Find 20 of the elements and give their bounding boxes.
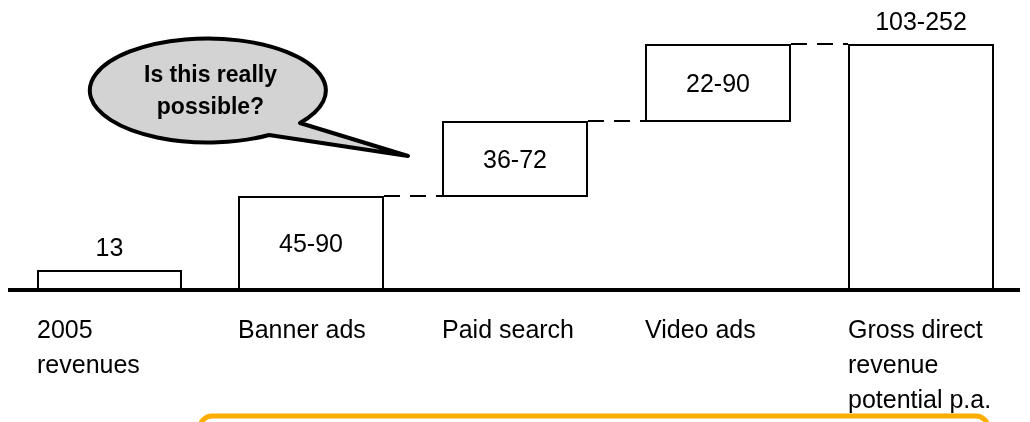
connector-line: [790, 43, 849, 45]
value-label: 103-252: [874, 6, 968, 37]
connector-line: [383, 195, 443, 197]
waterfall-bar: [37, 270, 182, 290]
value-label: 22-90: [686, 68, 750, 98]
category-label: Paid search: [442, 314, 576, 345]
bubble-text: Is this really possible?: [143, 60, 278, 121]
value-label: 45-90: [279, 228, 343, 258]
category-label: Banner ads: [238, 314, 367, 345]
value-label: 36-72: [483, 144, 547, 174]
waterfall-bar: [848, 44, 994, 290]
category-label: Gross direct revenue potential p.a.: [848, 314, 993, 415]
connector-line: [587, 120, 646, 122]
waterfall-bar: [442, 121, 588, 197]
category-label: 2005 revenues: [37, 314, 141, 380]
speech-bubble: [88, 36, 410, 158]
waterfall-bar: [238, 196, 384, 290]
waterfall-bar: [645, 44, 791, 122]
category-label: Video ads: [645, 314, 757, 345]
value-label: 13: [94, 232, 125, 263]
